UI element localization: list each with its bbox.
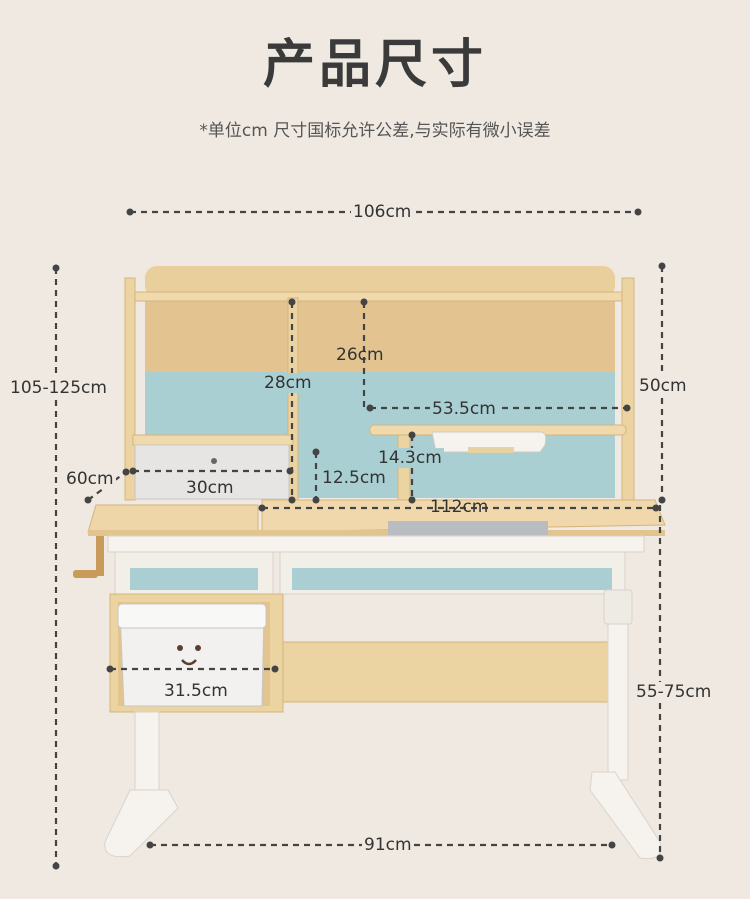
under-drawer-right-panel (292, 568, 612, 590)
label-base-width: 91cm (362, 835, 414, 855)
bin-smile (181, 659, 197, 666)
hutch-right-post (621, 277, 635, 501)
book-holder (431, 431, 547, 453)
desk-top-edge (88, 530, 665, 536)
page-title: 产品尺寸 (262, 35, 487, 95)
right-foot (589, 771, 662, 860)
drawer-knob (211, 458, 217, 464)
label-desk-top-width: 112cm (430, 497, 489, 517)
storage-bin-lid (117, 603, 267, 629)
height-crank (96, 536, 104, 576)
label-total-width: 106cm (351, 202, 414, 222)
desk-frame (107, 535, 645, 553)
hutch-left-post (124, 277, 136, 501)
desk-top-left (87, 504, 259, 533)
left-foot (104, 789, 179, 858)
label-gap-height: 12.5cm (320, 468, 388, 488)
label-shelf-height: 26cm (336, 345, 384, 365)
label-shelf-width: 53.5cm (430, 399, 498, 419)
book-holder-clip (468, 447, 514, 453)
crank-handle (73, 570, 98, 578)
label-desk-height: 55-75cm (634, 682, 714, 702)
hutch-top-shelf (132, 291, 634, 302)
bin-eye-left (177, 645, 183, 651)
label-hutch-height: 50cm (637, 376, 689, 396)
label-bin-width: 31.5cm (164, 681, 228, 701)
dimension-dots (52, 208, 666, 870)
label-drawer-height: 28cm (262, 373, 314, 393)
label-drawer-width: 30cm (186, 478, 234, 498)
under-drawer-left-panel (130, 568, 258, 590)
label-total-height: 105-125cm (8, 378, 109, 398)
page-subtitle: *单位cm 尺寸国标允许公差,与实际有微小误差 (199, 121, 551, 141)
bin-eye-right (195, 645, 201, 651)
modesty-panel (282, 641, 610, 703)
hutch-top-board (145, 266, 615, 298)
label-small-shelf-height: 14.3cm (376, 448, 444, 468)
drawer-shelf (132, 434, 294, 446)
right-leg-collar (603, 589, 633, 625)
hutch-upper-back (145, 298, 615, 372)
desk-top-groove (388, 521, 548, 535)
label-depth: 60cm (64, 469, 116, 489)
